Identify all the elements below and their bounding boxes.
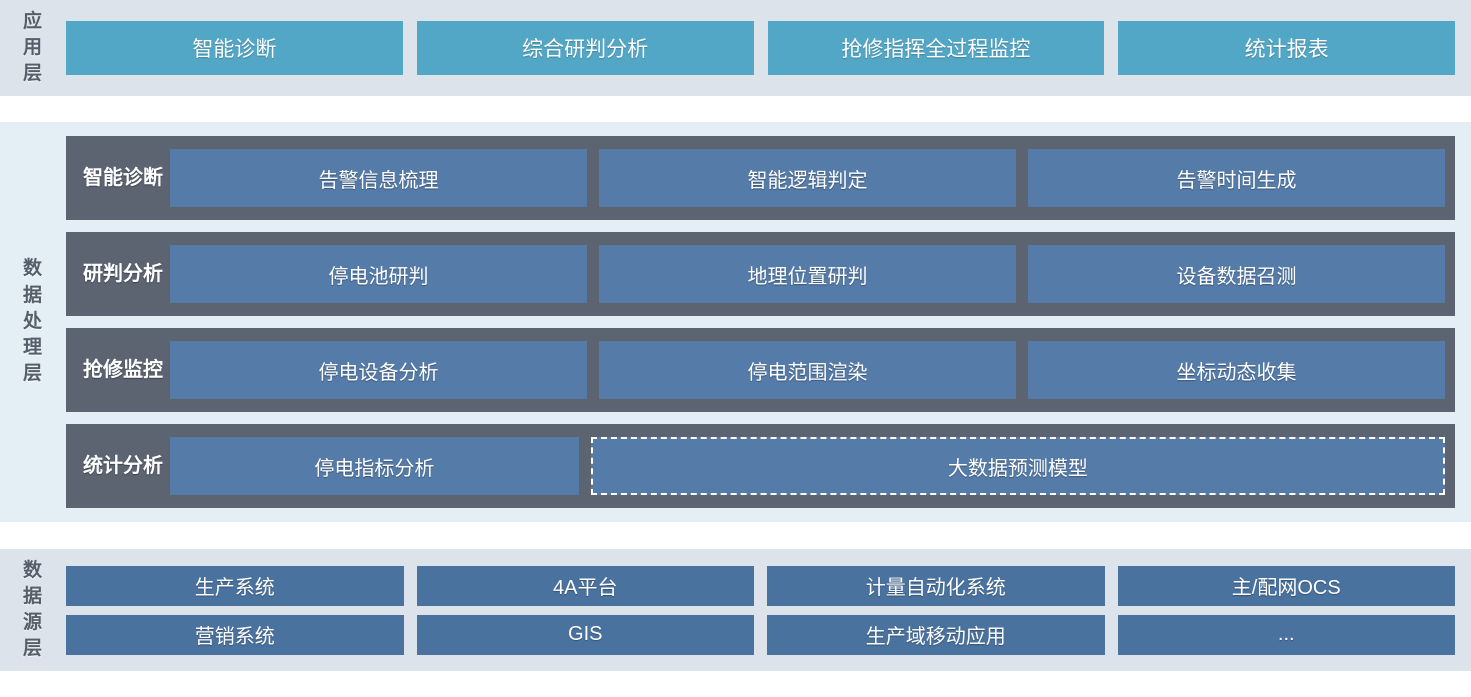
source-cell-main-distribution-ocs[interactable]: 主/配网OCS [1117,565,1455,606]
app-tab-comprehensive-analysis[interactable]: 综合研判分析 [416,21,754,75]
proc-row-analysis-judgment: 研判分析 停电池研判 地理位置研判 设备数据召测 [66,232,1455,316]
source-cell-metering-automation-system[interactable]: 计量自动化系统 [767,565,1105,606]
application-layer-label-text: 应用层 [22,10,43,85]
data-source-rows: 生产系统 4A平台 计量自动化系统 主/配网OCS 营销系统 GIS 生产域移动… [66,549,1471,671]
proc-cell-outage-device-analysis[interactable]: 停电设备分析 [170,341,587,399]
app-tab-intelligent-diagnosis[interactable]: 智能诊断 [66,21,403,75]
source-cell-production-mobile-app[interactable]: 生产域移动应用 [767,614,1105,655]
proc-row-label-statistical-analysis: 统计分析 [83,454,163,477]
source-cell-others[interactable]: ... [1117,614,1455,655]
proc-row-label-repair-monitoring: 抢修监控 [83,358,163,381]
source-cell-marketing-system[interactable]: 营销系统 [66,614,404,655]
proc-row-label-analysis-judgment: 研判分析 [83,262,163,285]
data-source-layer-label-text: 数据源层 [22,559,43,660]
data-processing-rows: 智能诊断 告警信息梳理 智能逻辑判定 告警时间生成 研判分析 停电池研判 地理位… [66,122,1471,522]
app-tab-repair-command-monitoring[interactable]: 抢修指挥全过程监控 [767,21,1105,75]
source-cell-4a-platform[interactable]: 4A平台 [416,565,754,606]
data-source-layer: 数据源层 生产系统 4A平台 计量自动化系统 主/配网OCS 营销系统 GIS … [0,549,1471,671]
application-layer-label: 应用层 [0,0,66,96]
proc-row-cells: 停电指标分析 大数据预测模型 [170,424,1445,508]
proc-row-cells: 停电设备分析 停电范围渲染 坐标动态收集 [170,328,1445,412]
data-source-layer-label: 数据源层 [0,549,66,671]
proc-row-cells: 告警信息梳理 智能逻辑判定 告警时间生成 [170,136,1445,220]
proc-cell-big-data-prediction-model[interactable]: 大数据预测模型 [590,437,1445,495]
proc-row-repair-monitoring: 抢修监控 停电设备分析 停电范围渲染 坐标动态收集 [66,328,1455,412]
bottom-spacer [0,671,1471,697]
data-source-row-bottom: 营销系统 GIS 生产域移动应用 ... [66,614,1455,655]
band-gap-lower [0,522,1471,549]
proc-row-intelligent-diagnosis: 智能诊断 告警信息梳理 智能逻辑判定 告警时间生成 [66,136,1455,220]
data-source-row-top: 生产系统 4A平台 计量自动化系统 主/配网OCS [66,565,1455,606]
app-tab-statistical-report[interactable]: 统计报表 [1118,21,1455,75]
proc-cell-coordinate-dynamic-collection[interactable]: 坐标动态收集 [1028,341,1445,399]
proc-cell-alarm-time-generation[interactable]: 告警时间生成 [1028,149,1445,207]
source-cell-gis[interactable]: GIS [416,614,754,655]
proc-cell-outage-pool-judgment[interactable]: 停电池研判 [170,245,587,303]
proc-row-statistical-analysis: 统计分析 停电指标分析 大数据预测模型 [66,424,1455,508]
band-gap-upper [0,96,1471,122]
proc-cell-alarm-info-sorting[interactable]: 告警信息梳理 [170,149,587,207]
application-layer: 应用层 智能诊断 综合研判分析 抢修指挥全过程监控 统计报表 [0,0,1471,96]
proc-row-label-intelligent-diagnosis: 智能诊断 [83,166,163,189]
proc-row-cells: 停电池研判 地理位置研判 设备数据召测 [170,232,1445,316]
source-cell-production-system[interactable]: 生产系统 [66,565,404,606]
proc-cell-device-data-polling[interactable]: 设备数据召测 [1028,245,1445,303]
proc-cell-outage-scope-rendering[interactable]: 停电范围渲染 [599,341,1016,399]
application-layer-tabs: 智能诊断 综合研判分析 抢修指挥全过程监控 统计报表 [66,0,1471,96]
data-processing-layer: 数据处理层 智能诊断 告警信息梳理 智能逻辑判定 告警时间生成 研判分析 停电池… [0,122,1471,522]
proc-cell-intelligent-logic-judgment[interactable]: 智能逻辑判定 [599,149,1016,207]
proc-cell-outage-index-analysis[interactable]: 停电指标分析 [170,437,579,495]
data-processing-layer-label: 数据处理层 [0,122,66,522]
data-processing-layer-label-text: 数据处理层 [22,258,43,385]
proc-cell-geographic-location-judgment[interactable]: 地理位置研判 [599,245,1016,303]
